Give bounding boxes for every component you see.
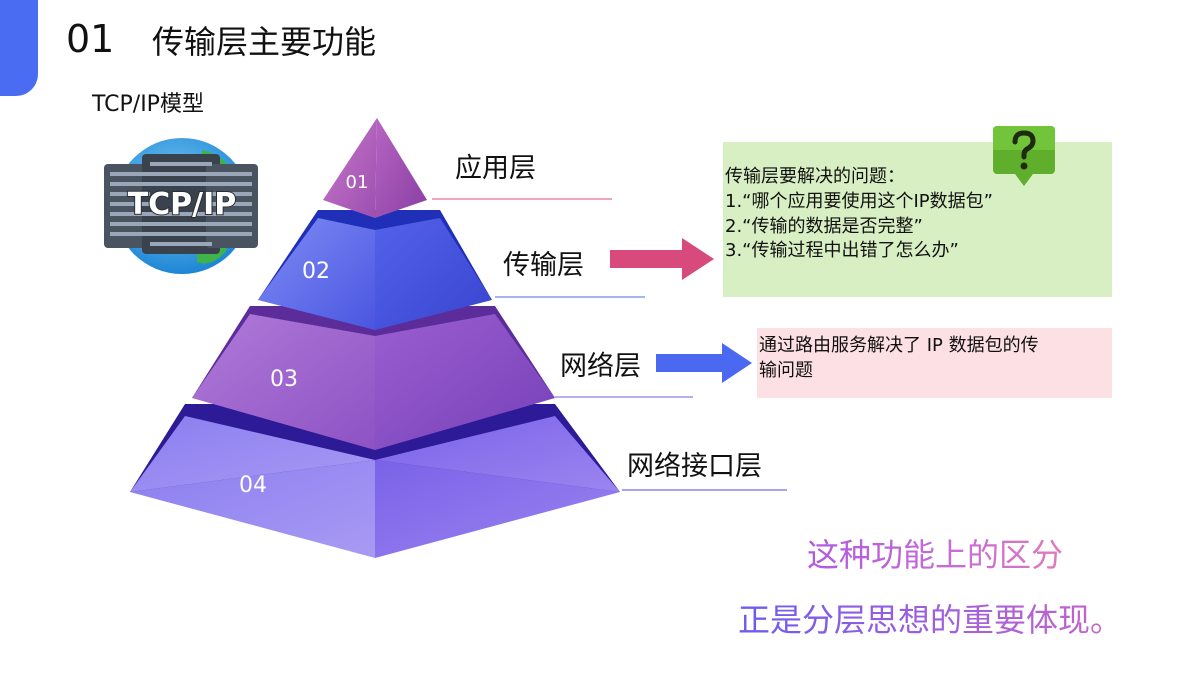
underline-network [555, 396, 693, 398]
layer-label-transport: 传输层 [503, 250, 584, 281]
logo-text: TCP/IP [128, 187, 237, 222]
network-solution-box: 通过路由服务解决了 IP 数据包的传 输问题 [757, 328, 1112, 398]
layer-label-application: 应用层 [455, 153, 536, 184]
pyramid-level-01-right [375, 118, 427, 218]
pyramid-level-02-right [375, 218, 492, 330]
conclusion-line-2: 正是分层思想的重要体现。 [738, 601, 1123, 639]
layer-label-network-interface: 网络接口层 [627, 451, 762, 482]
network-box-line: 通过路由服务解决了 IP 数据包的传 [759, 335, 1039, 356]
arrow-right-icon [656, 343, 752, 383]
pyramid-level-04-right [375, 460, 620, 558]
question-mark-icon [993, 126, 1055, 186]
transport-box-item: 1.“哪个应用要使用这个IP数据包” [725, 190, 993, 212]
slide-number: 01 [66, 17, 115, 61]
transport-box-item: 2.“传输的数据是否完整” [725, 215, 923, 237]
subtitle: TCP/IP模型 [92, 92, 204, 117]
underline-network-interface [622, 489, 787, 491]
pyramid-level-03-left [192, 314, 375, 450]
underline-application [432, 198, 612, 200]
arrow-right-icon [610, 238, 714, 280]
pyramid-level-04-left [130, 460, 375, 558]
transport-problems-box: 传输层要解决的问题： 1.“哪个应用要使用这个IP数据包” 2.“传输的数据是否… [723, 142, 1112, 297]
pyramid-number-02: 02 [302, 259, 330, 284]
conclusion-line-1: 这种功能上的区分 [807, 536, 1064, 574]
pyramid-number-04: 04 [239, 473, 267, 498]
accent-bar [0, 0, 38, 96]
globe-server-icon: TCP/IP [104, 138, 258, 274]
page-title: 传输层主要功能 [152, 23, 377, 61]
pyramid-level-03-right [375, 314, 555, 450]
underline-transport [495, 296, 645, 298]
layer-label-network: 网络层 [560, 351, 641, 382]
pyramid-level-02-left [258, 218, 375, 330]
pyramid-number-01: 01 [346, 172, 369, 193]
transport-box-heading: 传输层要解决的问题： [725, 166, 905, 187]
transport-box-item: 3.“传输过程中出错了怎么办” [725, 240, 959, 262]
pyramid-number-03: 03 [270, 367, 298, 392]
network-box-line: 输问题 [759, 359, 813, 381]
pyramid-level-01-left [323, 118, 377, 218]
